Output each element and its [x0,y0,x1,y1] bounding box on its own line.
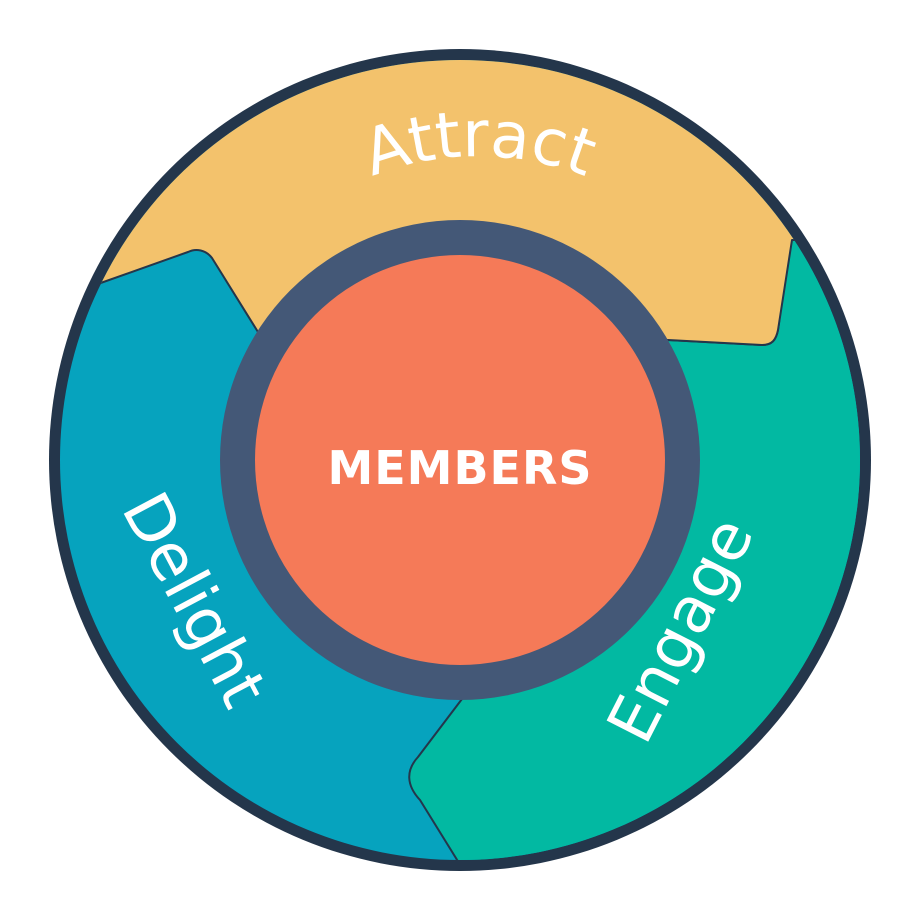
center-label: MEMBERS [327,441,592,495]
center-circle [255,255,665,665]
